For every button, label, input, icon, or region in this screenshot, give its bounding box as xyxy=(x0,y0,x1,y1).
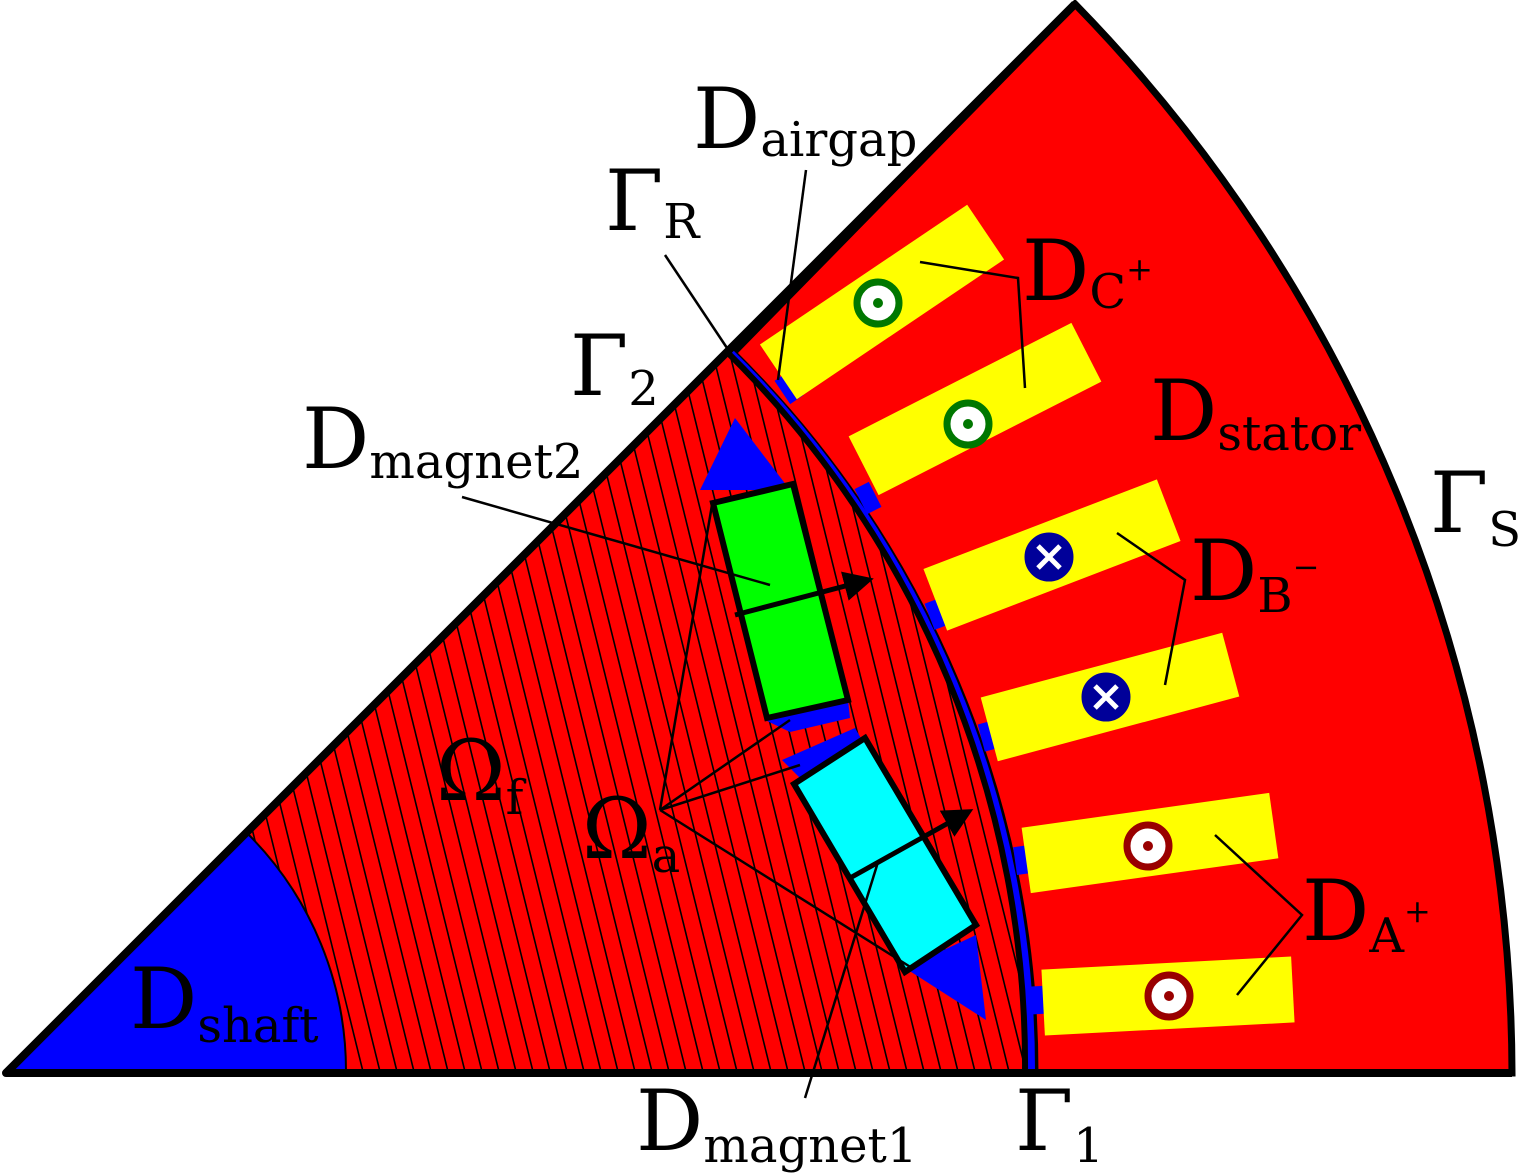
current-out-of-page-icon xyxy=(853,278,903,328)
label-d-shaft: Dshaft xyxy=(130,950,319,1054)
rotor-stator-interface xyxy=(725,350,1029,1074)
label-d-b-minus: DB− xyxy=(1190,522,1319,624)
magnet1 xyxy=(789,733,981,977)
magnet2-magnetization-arrow xyxy=(734,571,874,618)
label-d-stator: Dstator xyxy=(1150,362,1361,462)
current-out-of-page-icon xyxy=(1123,821,1173,871)
slot-opening-2 xyxy=(854,481,882,515)
label-gamma-1: Γ1 xyxy=(1015,1072,1104,1174)
magnet2-air-pocket-top xyxy=(700,418,790,490)
current-into-page-icon xyxy=(1081,672,1131,722)
label-d-airgap: Dairgap xyxy=(693,70,917,168)
leader-lines xyxy=(461,169,1304,1099)
magnet1-air-pocket-top xyxy=(782,728,862,778)
label-d-c-plus: DC+ xyxy=(1022,222,1153,320)
label-gamma-s: ΓS xyxy=(1430,454,1521,558)
label-d-magnet1: Dmagnet1 xyxy=(636,1072,917,1174)
slot-opening-3 xyxy=(924,598,950,630)
current-out-of-page-icon xyxy=(1144,971,1194,1021)
sector-outline xyxy=(2,1,1512,1077)
label-d-magnet2: Dmagnet2 xyxy=(302,390,583,490)
current-into-page-icon xyxy=(1024,532,1074,582)
magnet1-magnetization-arrow xyxy=(848,809,974,881)
region-labels: Dairgap ΓR DC+ Γ2 Dmagnet2 Dstator ΓS DB… xyxy=(130,70,1521,1174)
shaft-region xyxy=(7,832,348,1074)
label-gamma-2: Γ2 xyxy=(570,317,659,417)
current-out-of-page-icon xyxy=(943,399,993,449)
magnet1-air-pocket-bottom xyxy=(905,935,986,1020)
label-gamma-r: ΓR xyxy=(605,152,701,250)
label-omega-f: Ωf xyxy=(436,722,527,826)
label-d-a-plus: DA+ xyxy=(1302,862,1431,964)
label-omega-a: Ωa xyxy=(582,780,680,884)
stator-coils xyxy=(759,204,1295,1036)
